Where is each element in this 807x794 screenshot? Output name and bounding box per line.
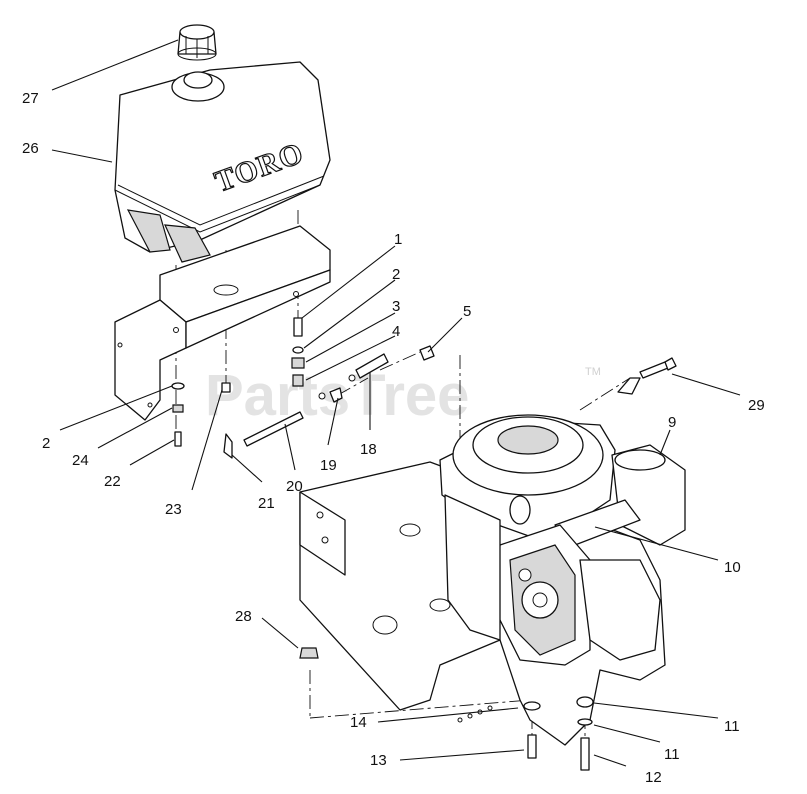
- callout-2-lower: 2: [42, 435, 50, 452]
- callout-13: 13: [370, 752, 387, 769]
- tank-mounting-bracket: [114, 225, 331, 421]
- callout-27: 27: [22, 90, 39, 107]
- tank-hardware: [171, 382, 233, 459]
- callout-4: 4: [392, 323, 400, 340]
- callout-11-lower: 11: [664, 746, 680, 763]
- leader-lines: [51, 39, 741, 767]
- callout-23: 23: [165, 501, 182, 518]
- callout-numbers: 1 2 3 4 5 2 24 22 23 21 20 19 18 29 9 10…: [22, 90, 765, 786]
- callout-14: 14: [350, 714, 367, 731]
- fuel-line-fittings: [243, 317, 435, 447]
- callout-20: 20: [286, 478, 303, 495]
- callout-18: 18: [360, 441, 377, 458]
- callout-1: 1: [394, 231, 402, 248]
- callout-3: 3: [392, 298, 400, 315]
- callout-26: 26: [22, 140, 39, 157]
- fuel-tank: TORO: [114, 61, 331, 263]
- callout-2-upper: 2: [392, 266, 400, 283]
- bottom-hardware: [299, 647, 594, 771]
- callout-28: 28: [235, 608, 252, 625]
- callout-11-upper: 11: [724, 718, 740, 735]
- callout-12: 12: [645, 769, 662, 786]
- callout-21: 21: [258, 495, 275, 512]
- callout-24: 24: [72, 452, 89, 469]
- watermark-tm: TM: [585, 366, 601, 378]
- throttle-cable: [617, 357, 677, 395]
- callout-29: 29: [748, 397, 765, 414]
- fuel-cap: [177, 24, 217, 61]
- callout-5: 5: [463, 303, 471, 320]
- callout-22: 22: [104, 473, 121, 490]
- engine: [439, 414, 686, 666]
- callout-19: 19: [320, 457, 337, 474]
- callout-9: 9: [668, 414, 676, 431]
- callout-10: 10: [724, 559, 741, 576]
